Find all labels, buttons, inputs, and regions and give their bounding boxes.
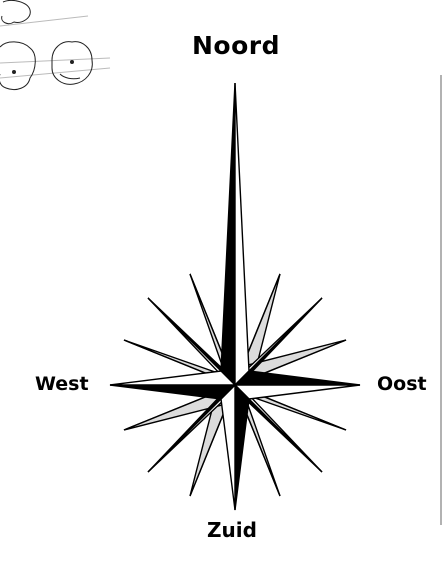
east-label: Oost (377, 373, 427, 395)
compass-rose (110, 83, 360, 510)
cardinal-points (110, 83, 360, 510)
south-label: Zuid (207, 518, 257, 542)
tree-sketch (0, 0, 110, 89)
west-label: West (35, 373, 89, 395)
north-label: Noord (192, 31, 280, 60)
